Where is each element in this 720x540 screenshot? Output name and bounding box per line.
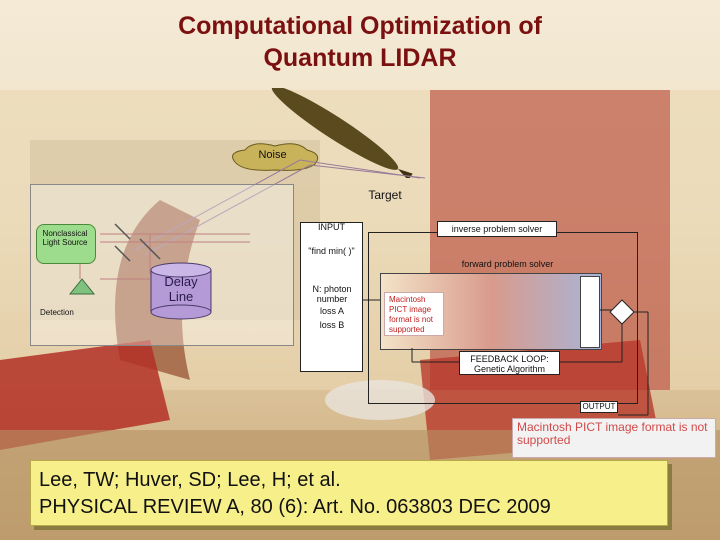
- decision-diamond-icon: [609, 299, 635, 325]
- pict-placeholder-large: Macintosh PICT image format is not suppo…: [512, 418, 716, 458]
- slide-title: Computational Optimization of Quantum LI…: [0, 10, 720, 74]
- glass-graphic: [325, 380, 435, 420]
- title-line-1: Computational Optimization of: [178, 12, 542, 40]
- inverse-solver-label: inverse problem solver: [437, 221, 557, 237]
- detector-icon: [68, 278, 96, 295]
- photon-number-label: N: photon number: [312, 284, 352, 304]
- missile-graphic: [271, 88, 413, 178]
- mirror-1-icon: [114, 223, 131, 240]
- red-chair-graphic: [0, 340, 170, 450]
- citation-box: Lee, TW; Huver, SD; Lee, H; et al. PHYSI…: [30, 460, 668, 526]
- forward-solver-label: forward problem solver: [461, 259, 554, 269]
- solver-output-bar: [580, 276, 600, 348]
- pict-placeholder-small: Macintosh PICT image format is not suppo…: [384, 292, 444, 336]
- target-label: Target: [368, 188, 402, 202]
- light-source-icon: [36, 224, 96, 264]
- input-label: INPUT: [318, 222, 345, 232]
- find-min-label: "find min( )": [308, 246, 355, 256]
- loss-a-label: loss A: [319, 306, 344, 316]
- citation-journal: PHYSICAL REVIEW A, 80 (6): Art. No. 0638…: [39, 496, 551, 518]
- delay-line-cylinder-icon: [150, 262, 212, 320]
- delay-line-label: Delay Line: [164, 274, 198, 304]
- loss-b-label: loss B: [319, 320, 345, 330]
- beam-splitter-icon: [139, 238, 161, 260]
- input-panel: [300, 222, 363, 372]
- noise-cloud-icon: [232, 143, 319, 171]
- mirror-2-icon: [114, 245, 131, 262]
- optics-diagram: [68, 223, 250, 295]
- noise-label: Noise: [258, 149, 287, 161]
- title-line-2: Quantum LIDAR: [263, 44, 457, 72]
- detection-label: Detection: [40, 308, 74, 317]
- light-source-label: Nonclassical Light Source: [42, 229, 88, 247]
- feedback-loop-label: FEEDBACK LOOP: Genetic Algorithm: [459, 351, 560, 375]
- citation-authors: Lee, TW; Huver, SD; Lee, H; et al.: [39, 469, 341, 491]
- output-label: OUTPUT: [580, 401, 618, 413]
